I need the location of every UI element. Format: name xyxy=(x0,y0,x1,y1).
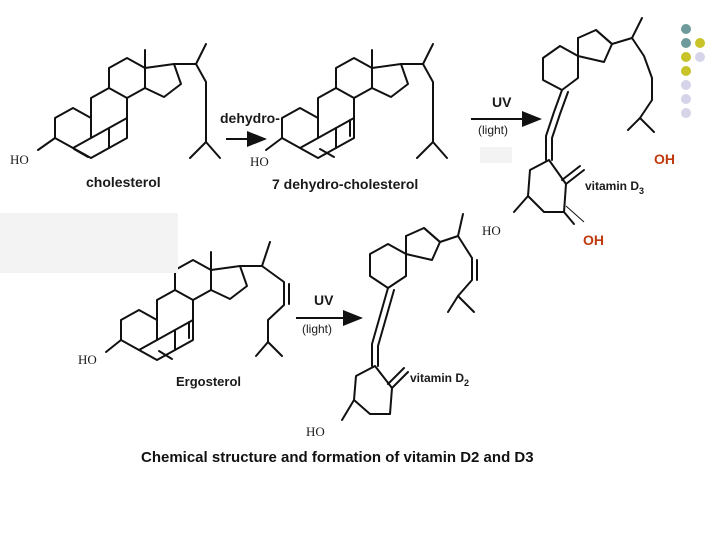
ho-label: HO xyxy=(78,352,97,367)
dehydro-arrow-label: dehydro- xyxy=(220,110,280,126)
vitamin-d3-label-text: vitamin D xyxy=(585,179,639,193)
dehydro-arrow: dehydro- xyxy=(220,110,280,147)
decorative-dot xyxy=(681,80,691,90)
light-label: (light) xyxy=(478,123,508,137)
dehydrocholesterol-structure: HO 7 dehydro-cholesterol xyxy=(250,43,448,192)
vitamin-d2-label: vitamin D2 xyxy=(410,371,469,388)
vitamin-d2-label-text: vitamin D xyxy=(410,371,464,385)
light-label: (light) xyxy=(302,322,332,336)
decorative-dot xyxy=(681,24,691,34)
oh-label-top: OH xyxy=(654,151,675,167)
figure-caption: Chemical structure and formation of vita… xyxy=(141,449,534,466)
uv-label: UV xyxy=(314,292,334,308)
decorative-dot xyxy=(681,52,691,62)
decorative-dot xyxy=(681,66,691,76)
oh-label-bottom: OH xyxy=(583,232,604,248)
uv-label: UV xyxy=(492,94,512,110)
ho-label: HO xyxy=(10,152,29,167)
ho-label: HO xyxy=(482,223,501,238)
decorative-dot xyxy=(681,94,691,104)
ho-label: HO xyxy=(250,154,269,169)
decorative-dot xyxy=(681,108,691,118)
vitamin-d3-structure: HO OH OH vitamin D3 xyxy=(482,17,675,248)
ergosterol-label: Ergosterol xyxy=(176,374,241,389)
vitamin-d3-label: vitamin D3 xyxy=(585,179,644,196)
scan-smudge xyxy=(480,147,512,163)
cholesterol-structure: HO cholesterol xyxy=(10,43,221,190)
vitamin-d2-subscript: 2 xyxy=(464,378,469,388)
uv-arrow-bottom: UV (light) xyxy=(296,292,363,336)
uv-arrow-top: UV (light) xyxy=(471,94,542,137)
scan-smudge xyxy=(0,213,178,273)
vitamin-d3-subscript: 3 xyxy=(639,186,644,196)
ergosterol-structure: HO Ergosterol xyxy=(78,241,290,389)
decorative-dot xyxy=(695,38,705,48)
decorative-dot xyxy=(681,38,691,48)
cholesterol-label: cholesterol xyxy=(86,174,161,190)
dehydrocholesterol-label: 7 dehydro-cholesterol xyxy=(272,176,418,192)
decorative-dot xyxy=(695,52,705,62)
ho-label: HO xyxy=(306,424,325,439)
vitamin-d2-structure: HO vitamin D2 xyxy=(306,213,478,439)
